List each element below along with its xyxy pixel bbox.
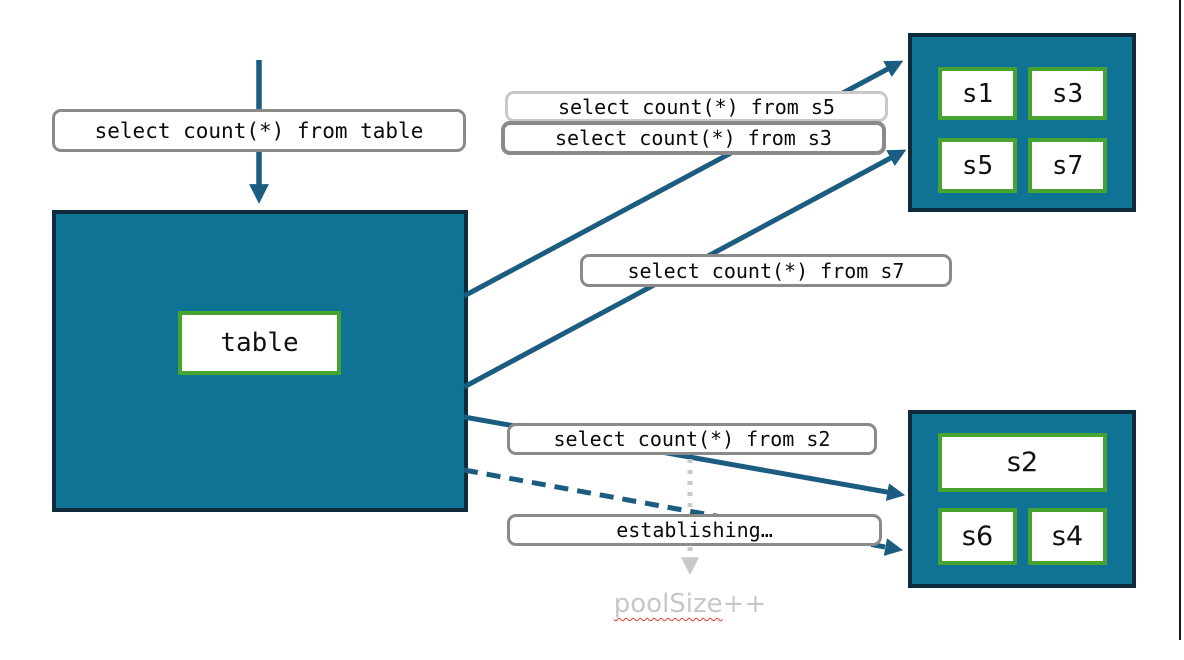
shard-cell-s7: s7 [1028, 138, 1107, 193]
shard-cell-s6: s6 [938, 508, 1017, 565]
pool-size-word: poolSize [613, 589, 723, 619]
query-label-from-s3: select count(*) from s3 [501, 121, 886, 155]
shard-cell-s3: s3 [1028, 67, 1107, 120]
shard-label: s3 [1051, 78, 1084, 109]
shard-label: s6 [961, 521, 994, 552]
shard-cell-s5: s5 [938, 138, 1017, 193]
shard-cell-s2: s2 [938, 433, 1107, 492]
shard-label: s7 [1051, 150, 1084, 181]
query-text: select count(*) from s7 [627, 258, 905, 283]
query-text: select count(*) from table [94, 118, 424, 143]
query-text: select count(*) from s2 [553, 427, 831, 451]
query-label-from-s7: select count(*) from s7 [580, 254, 952, 287]
query-label-from-s2: select count(*) from s2 [507, 423, 877, 455]
query-text: establishing… [616, 518, 773, 542]
query-label-from-table: select count(*) from table [52, 109, 466, 152]
shard-group-bottom-box: s2 s6 s4 [908, 410, 1136, 588]
main-table-box: table [52, 210, 468, 512]
pool-size-note: poolSize++ [600, 589, 780, 619]
shard-label: s2 [1006, 447, 1039, 478]
shard-label: s4 [1051, 521, 1084, 552]
shard-label: s1 [961, 78, 994, 109]
shard-label: s5 [961, 150, 994, 181]
query-text: select count(*) from s5 [558, 94, 835, 119]
query-text: select count(*) from s3 [555, 126, 832, 150]
shard-group-top-box: s1 s3 s5 s7 [908, 33, 1136, 212]
shard-cell-s1: s1 [938, 67, 1017, 120]
table-cell-label: table [220, 328, 299, 358]
query-label-establishing: establishing… [507, 514, 882, 546]
table-cell: table [178, 311, 341, 375]
query-label-from-s5: select count(*) from s5 [505, 91, 888, 122]
shard-cell-s4: s4 [1028, 508, 1107, 565]
pool-size-suffix: ++ [722, 589, 767, 619]
